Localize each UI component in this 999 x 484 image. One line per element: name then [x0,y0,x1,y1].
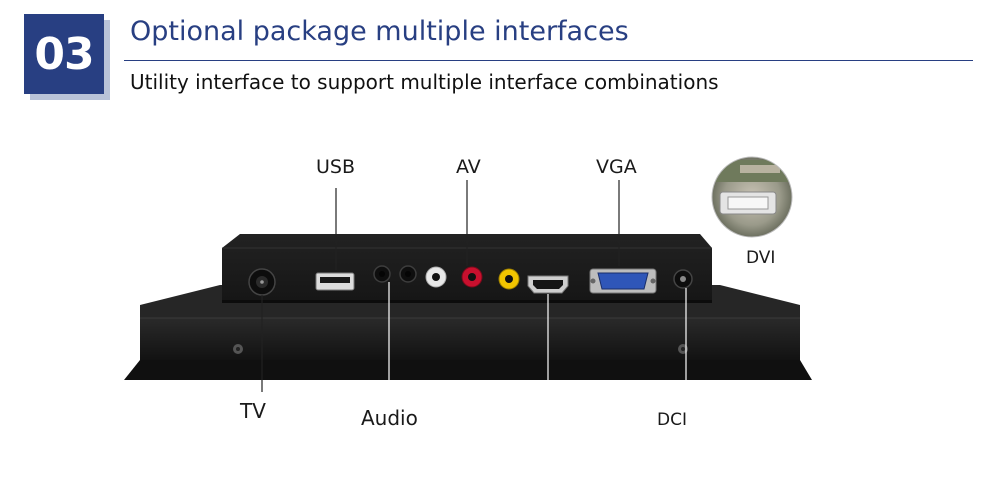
page-title: Optional package multiple interfaces [130,16,629,47]
title-divider [124,60,973,61]
usb-port [315,272,355,291]
tv-label: TV [240,399,266,423]
screw-left [233,344,243,354]
rca-red-jack [461,266,483,288]
audio-label: Audio [361,406,418,430]
section-number-badge: 03 [24,14,104,94]
hdmi-port [527,275,569,294]
dc-jack [673,269,693,289]
rca-yellow-jack [498,268,520,290]
tv-port [248,268,276,296]
vga-port [589,268,657,294]
dvi-inset-photo [711,156,793,238]
dvi-label: DVI [746,248,776,268]
vga-label: VGA [596,156,637,178]
av-label: AV [456,156,481,178]
rca-white-jack [425,266,447,288]
usb-label: USB [316,156,356,178]
leader-lines [261,180,687,400]
audio-jack-2 [399,265,417,283]
dc-label: DCI [657,410,687,430]
page-subtitle: Utility interface to support multiple in… [130,70,719,94]
audio-jack-1 [373,265,391,283]
